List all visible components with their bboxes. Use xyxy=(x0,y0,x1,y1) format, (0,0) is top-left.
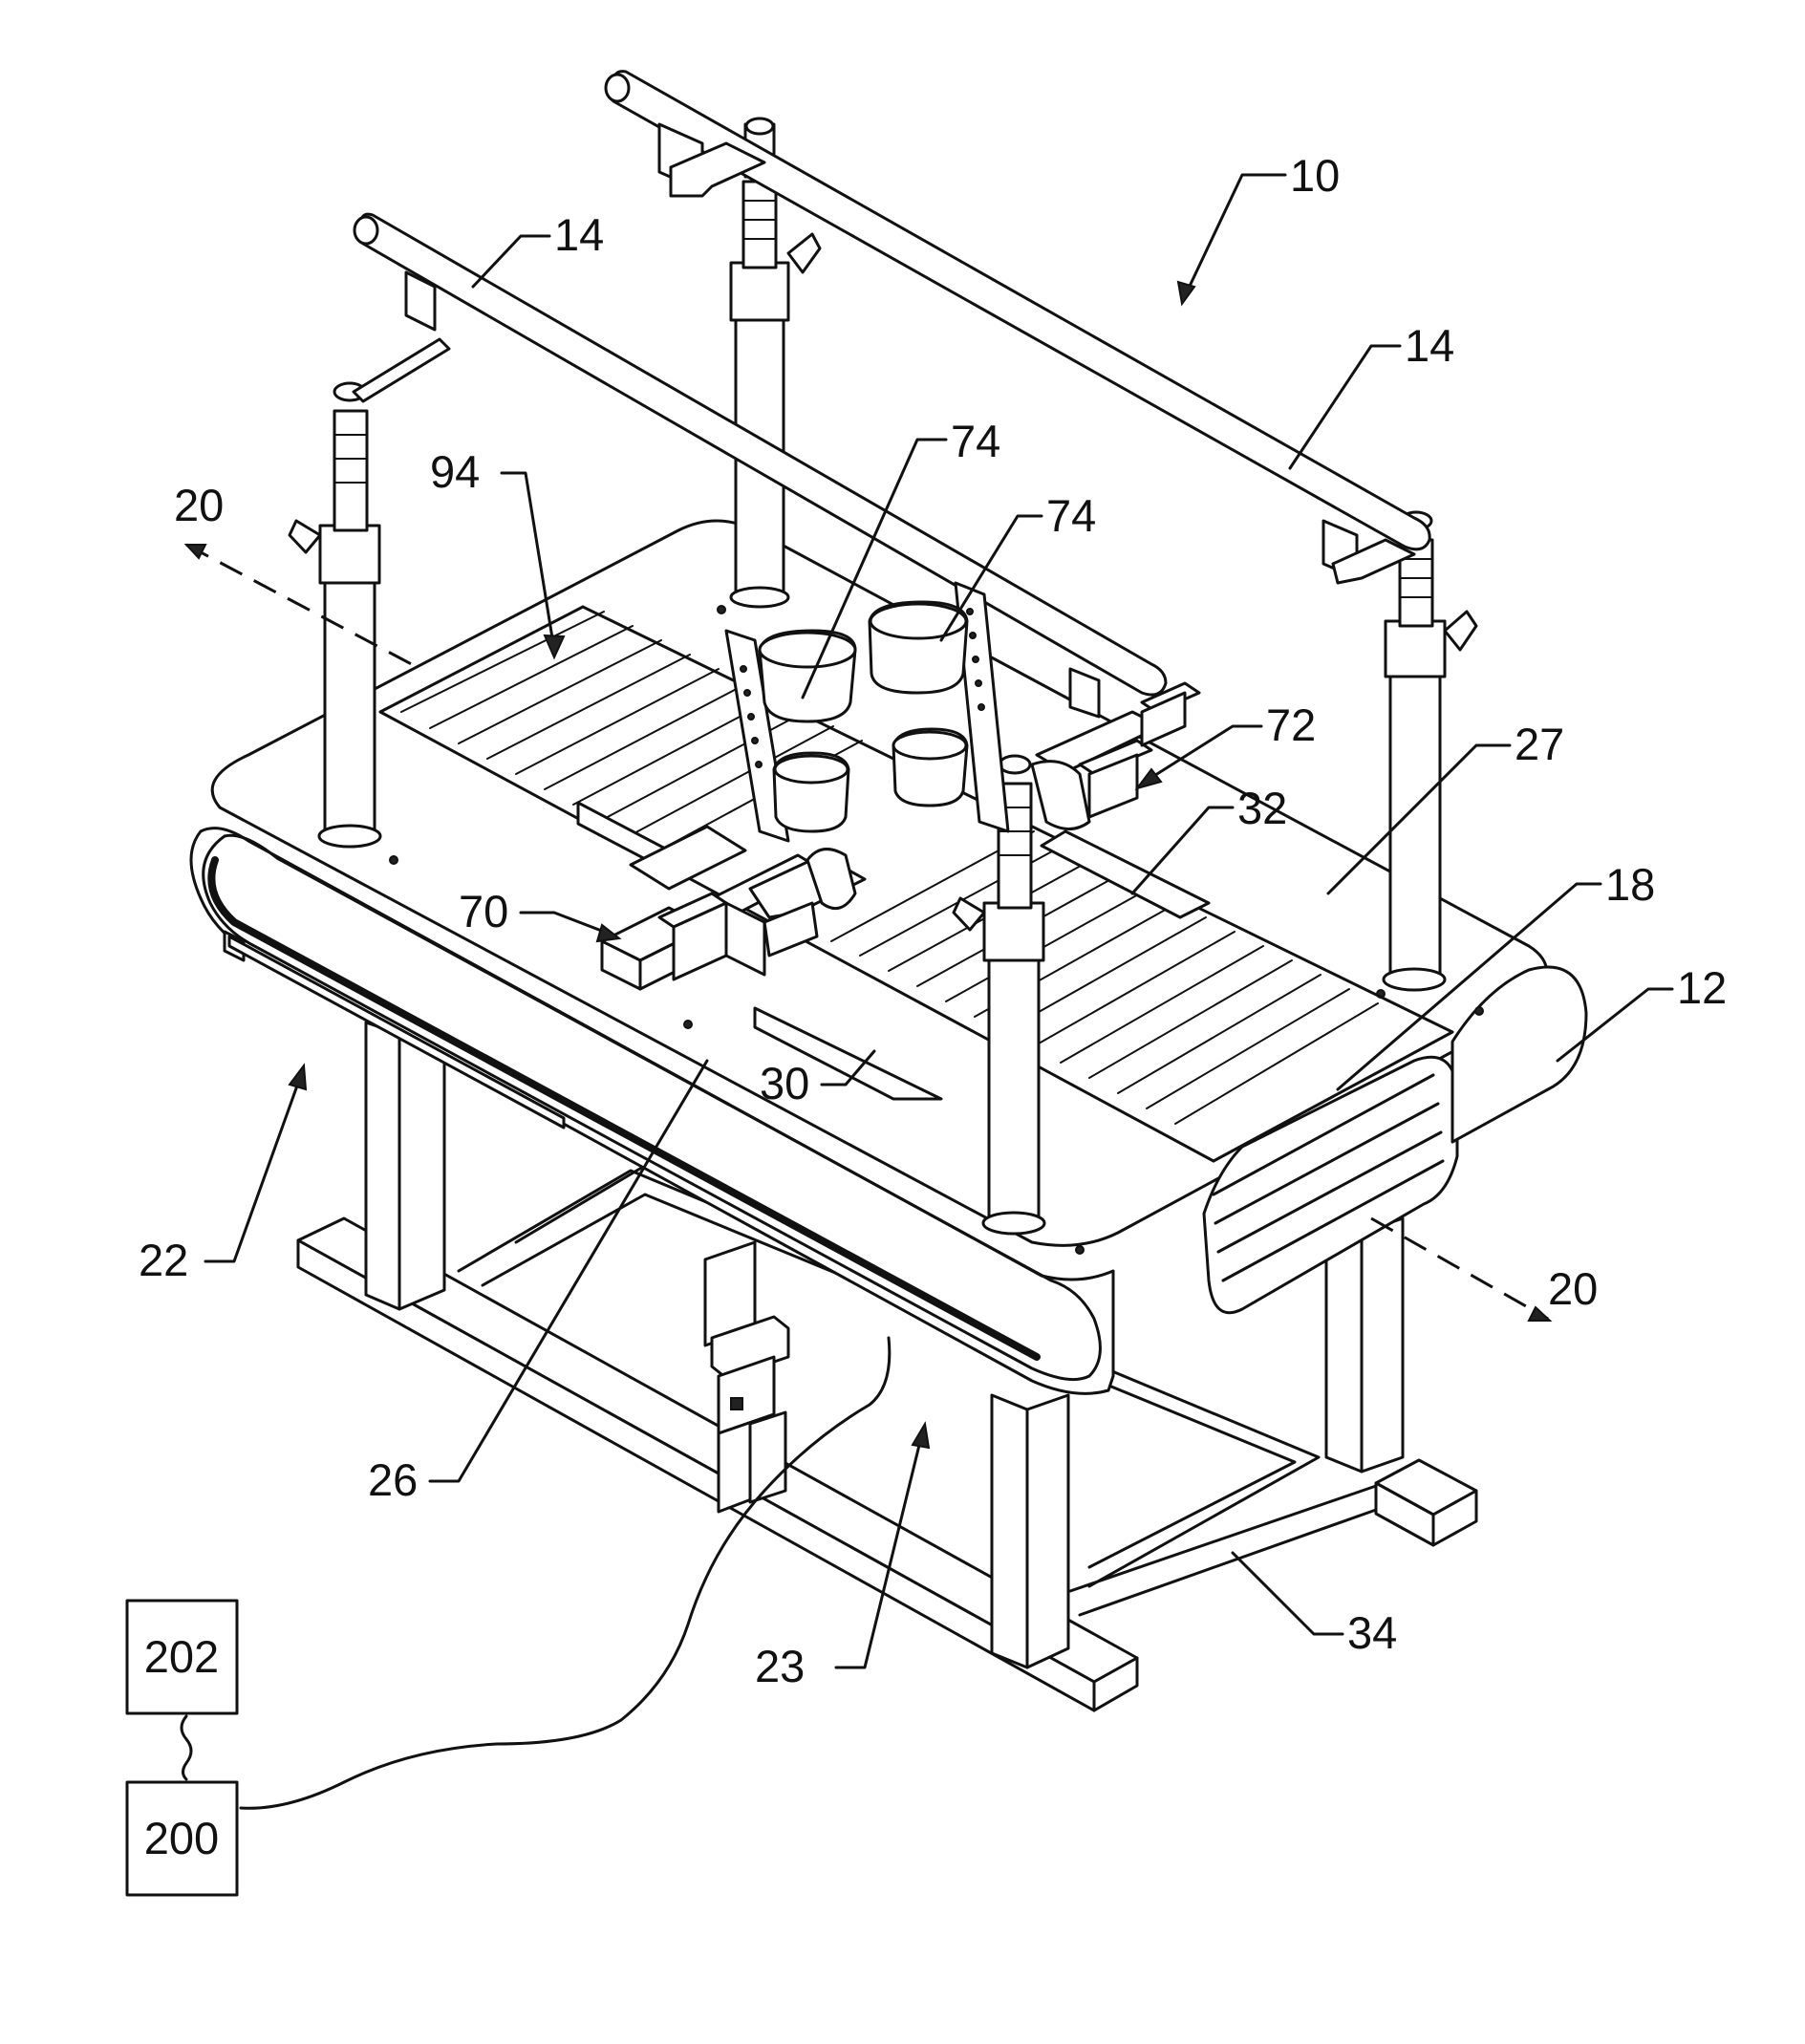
block-200: 200 xyxy=(127,1782,237,1895)
block-202-label: 202 xyxy=(144,1631,219,1682)
ref-14-left: 14 xyxy=(554,209,604,260)
block-200-label: 200 xyxy=(144,1813,219,1863)
ref-74-left: 74 xyxy=(951,416,1000,466)
block-202: 202 xyxy=(127,1601,237,1713)
ref-94: 94 xyxy=(430,446,480,497)
ref-70: 70 xyxy=(459,886,508,936)
ref-27: 27 xyxy=(1515,719,1564,769)
ref-18: 18 xyxy=(1605,859,1655,910)
ref-22: 22 xyxy=(139,1235,188,1285)
lift-actuator xyxy=(705,1242,788,1512)
ref-12: 12 xyxy=(1677,962,1727,1013)
ref-26: 26 xyxy=(368,1454,418,1505)
ref-32: 32 xyxy=(1237,783,1287,833)
ref-72: 72 xyxy=(1266,699,1316,750)
ref-20-right: 20 xyxy=(1548,1263,1598,1314)
ref-74-right: 74 xyxy=(1046,490,1096,541)
ref-20-left: 20 xyxy=(174,480,224,530)
ref-14-right: 14 xyxy=(1405,320,1454,371)
ref-10: 10 xyxy=(1290,150,1340,201)
ref-23: 23 xyxy=(755,1641,805,1691)
ref-30: 30 xyxy=(760,1058,809,1108)
ref-34: 34 xyxy=(1347,1607,1397,1658)
